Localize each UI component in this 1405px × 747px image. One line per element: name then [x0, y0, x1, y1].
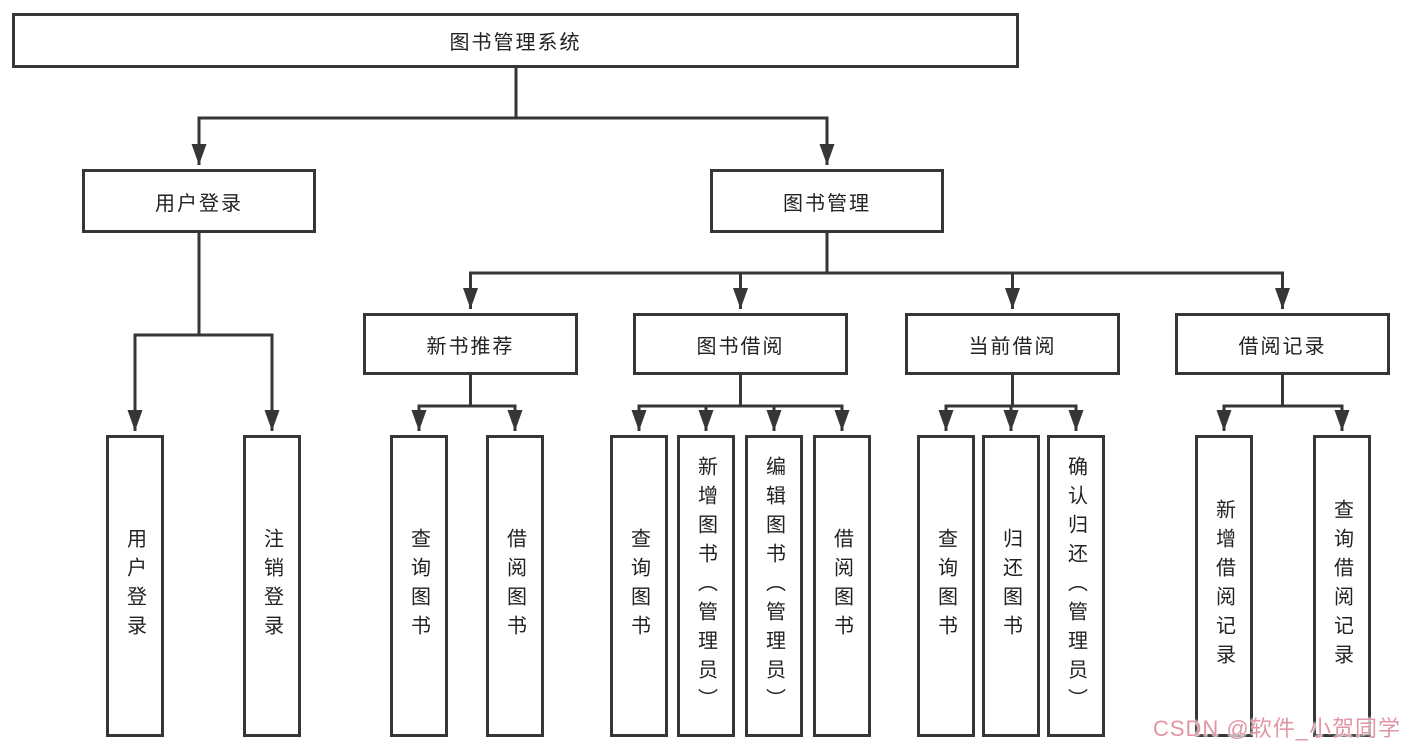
- connector-new-book-recommend: [417, 375, 517, 408]
- connector-current-borrow: [944, 375, 1078, 408]
- leaf-edit-books-admin-label: 编辑图书（管理员）: [762, 455, 785, 717]
- leaf-query-books-1-label: 查询图书: [407, 528, 430, 644]
- connector-book-management: [469, 233, 1284, 275]
- leaf-add-borrow-record: 新增借阅记录: [1195, 435, 1253, 737]
- node-book-management-label: 图书管理: [783, 192, 871, 215]
- leaf-confirm-return-admin: 确认归还（管理员）: [1047, 435, 1105, 737]
- connector-borrow-records: [1222, 375, 1344, 408]
- leaf-borrow-books-1-label: 借阅图书: [503, 528, 526, 644]
- node-user-login: 用户登录: [82, 169, 316, 233]
- leaf-query-books-3: 查询图书: [917, 435, 975, 737]
- leaf-query-books-1: 查询图书: [390, 435, 448, 737]
- node-borrow-records: 借阅记录: [1175, 313, 1390, 375]
- leaf-query-books-2-label: 查询图书: [627, 528, 650, 644]
- node-current-borrow-label: 当前借阅: [968, 335, 1057, 358]
- leaf-borrow-books-2: 借阅图书: [813, 435, 871, 737]
- leaf-query-books-2: 查询图书: [610, 435, 668, 737]
- csdn-watermark: CSDN @软件_小贺同学: [1152, 716, 1401, 741]
- node-current-borrow: 当前借阅: [905, 313, 1120, 375]
- leaf-query-books-3-label: 查询图书: [934, 528, 957, 644]
- leaf-query-borrow-record: 查询借阅记录: [1313, 435, 1371, 737]
- node-new-book-recommend-label: 新书推荐: [426, 335, 515, 358]
- leaf-add-books-admin: 新增图书（管理员）: [677, 435, 735, 737]
- node-borrow-records-label: 借阅记录: [1238, 335, 1327, 358]
- leaf-logout: 注销登录: [243, 435, 301, 737]
- leaf-return-books: 归还图书: [982, 435, 1040, 737]
- node-user-login-label: 用户登录: [155, 192, 243, 215]
- leaf-add-books-admin-label: 新增图书（管理员）: [694, 455, 717, 717]
- connector-book-borrow: [637, 375, 844, 408]
- leaf-user-login-label: 用户登录: [123, 528, 146, 644]
- node-book-borrow-label: 图书借阅: [696, 335, 785, 358]
- node-book-management: 图书管理: [710, 169, 944, 233]
- leaf-query-borrow-record-label: 查询借阅记录: [1330, 499, 1353, 673]
- leaf-edit-books-admin: 编辑图书（管理员）: [745, 435, 803, 737]
- node-book-borrow: 图书借阅: [633, 313, 848, 375]
- leaf-user-login: 用户登录: [106, 435, 164, 737]
- leaf-add-borrow-record-label: 新增借阅记录: [1212, 499, 1235, 673]
- leaf-borrow-books-1: 借阅图书: [486, 435, 544, 737]
- node-new-book-recommend: 新书推荐: [363, 313, 578, 375]
- connector-user-login: [133, 233, 274, 337]
- connector-root: [197, 68, 829, 120]
- leaf-logout-label: 注销登录: [260, 528, 283, 644]
- node-root-label: 图书管理系统: [449, 32, 582, 54]
- leaf-confirm-return-admin-label: 确认归还（管理员）: [1064, 455, 1087, 717]
- leaf-return-books-label: 归还图书: [999, 528, 1022, 644]
- node-root: 图书管理系统: [12, 13, 1019, 68]
- leaf-borrow-books-2-label: 借阅图书: [830, 528, 853, 644]
